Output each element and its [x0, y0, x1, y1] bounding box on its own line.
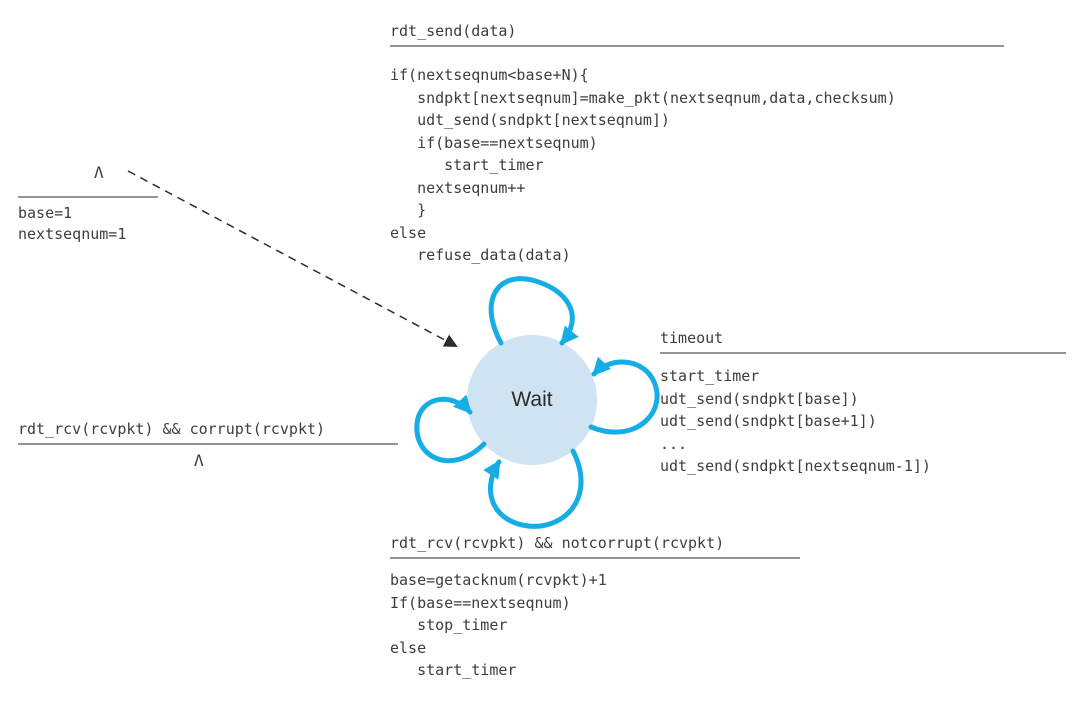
corrupt-event-label: rdt_rcv(rcvpkt) && corrupt(rcvpkt) [18, 420, 326, 438]
rdt-send-action-code: if(nextseqnum<base+N){ sndpkt[nextseqnum… [390, 66, 896, 264]
self-loop-rdt-send [488, 276, 579, 346]
initial-transition-action-code: base=1 nextseqnum=1 [18, 204, 127, 243]
wait-state-label: Wait [511, 388, 553, 411]
notcorrupt-event-label: rdt_rcv(rcvpkt) && notcorrupt(rcvpkt) [390, 534, 725, 552]
self-loop-timeout [588, 356, 660, 435]
initial-transition-event-label: Λ [94, 163, 104, 182]
timeout-action-code: start_timer udt_send(sndpkt[base]) udt_s… [660, 367, 931, 475]
notcorrupt-action-code: base=getacknum(rcvpkt)+1 If(base==nextse… [390, 571, 607, 679]
timeout-event-label: timeout [660, 329, 724, 347]
initial-transition-arrow [127, 170, 458, 347]
corrupt-action-label: Λ [194, 451, 204, 470]
self-loop-notcorrupt [483, 448, 584, 529]
rdt-send-event-label: rdt_send(data) [390, 22, 517, 40]
self-loop-corrupt [414, 394, 487, 464]
wait-state-circle [467, 335, 597, 465]
